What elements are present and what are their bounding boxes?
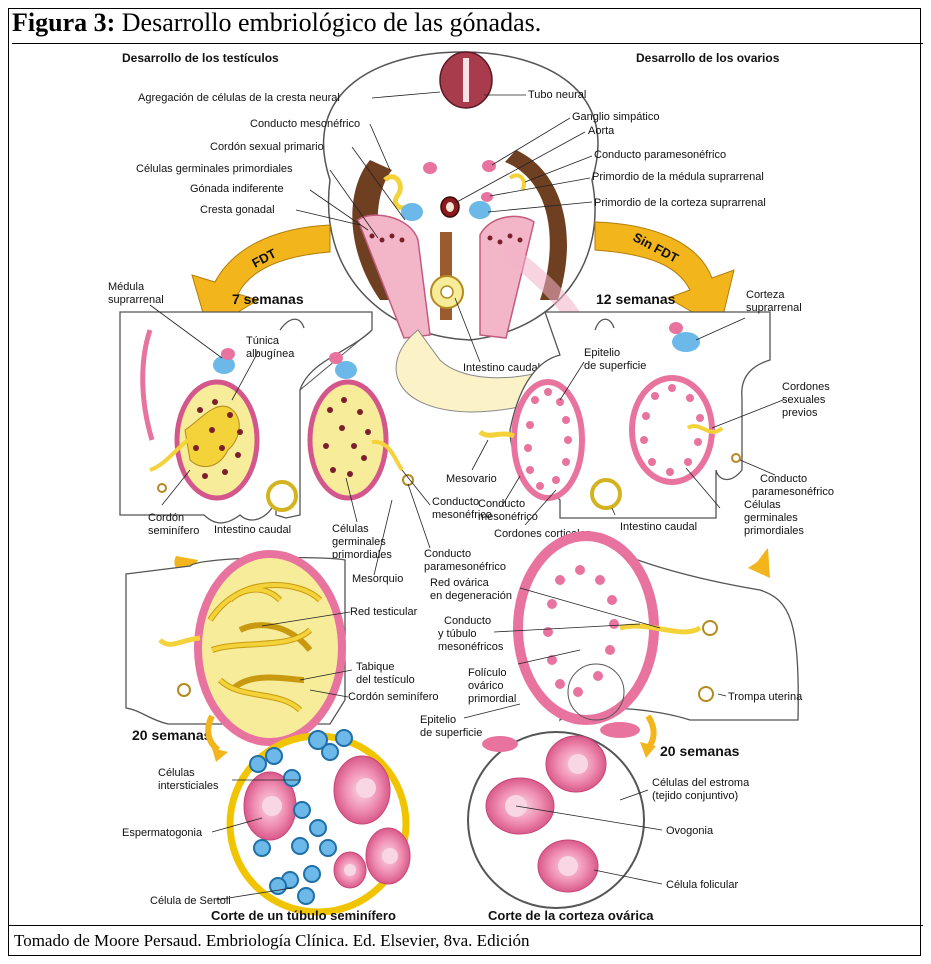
down-arrow-right [748,548,770,578]
label-surface-epithelium-b-1: Epitelio [420,714,456,726]
label-20-weeks-right: 20 semanas [660,743,740,759]
adrenal-cortex-primordium-left [401,203,423,221]
label-ovarian-rete-2: en degeneración [430,590,512,602]
label-neural-crest: Agregación de células de la cresta neura… [138,92,340,104]
label-seminiferous-cord: Cordón seminífero [348,691,439,703]
label-paramesonephric-left-1: Conducto [424,548,471,560]
label-surface-epithelium-b-2: de superficie [420,727,482,739]
label-7-weeks: 7 semanas [232,291,304,307]
caption-divider [8,925,923,926]
label-rete-testis: Red testicular [350,606,418,618]
label-germ-cells-left-1: Células [332,523,369,535]
label-sex-cords-1: Cordones [782,381,830,393]
label-septum-2: del testículo [356,674,415,686]
label-neural-tube: Tubo neural [528,89,586,101]
label-adrenal-cortex-2: suprarrenal [746,302,802,314]
label-seminiferous-cord-1: Cordón [148,512,184,524]
label-primordial-germ-cells: Células germinales primordiales [136,163,293,175]
label-adrenal-medulla-2: suprarrenal [108,294,164,306]
label-gonadal-ridge: Cresta gonadal [200,204,275,216]
label-adrenal-cortex-1: Corteza [746,289,785,301]
label-indifferent-gonad: Gónada indiferente [190,183,284,195]
label-mesovarium: Mesovario [446,473,497,485]
label-oogonium: Ovogonia [666,825,714,837]
label-germ-cells-left-2: germinales [332,536,386,548]
ovarian-cortex-section [468,722,644,908]
sympathetic-ganglion-right [482,160,496,172]
label-ovarian-rete-1: Red ovárica [430,577,490,589]
label-germ-cells-right-1: Células [744,499,781,511]
label-spermatogonium: Espermatogonia [122,827,203,839]
label-adrenal-medulla-1: Médula [108,281,145,293]
label-stromal-cells-1: Células del estroma [652,777,750,789]
label-uterine-tube: Trompa uterina [728,691,803,703]
label-interstitial-cells-2: intersticiales [158,780,219,792]
label-sex-cords-2: sexuales [782,394,826,406]
label-cortex-section: Corte de la corteza ovárica [488,908,654,923]
label-septum-1: Tabique [356,661,395,673]
label-germ-cells-right-2: germinales [744,512,798,524]
label-aorta: Aorta [588,125,615,137]
label-sertoli-cell: Célula de Sertoli [150,895,231,907]
label-mesorchium: Mesorquio [352,573,403,585]
label-hindgut-right: Intestino caudal [620,521,697,533]
curve-arrow-right [648,716,654,748]
label-duct-tubule-2: y túbulo [438,628,477,640]
label-follicle-2: ovárico [468,680,503,692]
label-stromal-cells-2: (tejido conjuntivo) [652,790,738,802]
label-tubule-section: Corte de un túbulo seminífero [211,908,396,923]
label-mesonephric-right-1: Conducto [478,498,525,510]
label-hindgut-left: Intestino caudal [214,524,291,536]
adrenal-cortex-primordium-right [469,201,491,219]
label-duct-tubule-3: mesonéfricos [438,641,504,653]
label-paramesonephric-right-2: paramesonéfrico [752,486,834,498]
label-adrenal-cortex-primordium: Primordio de la corteza suprarrenal [594,197,766,209]
label-surface-epithelium-2: de superficie [584,360,646,372]
label-follicle-1: Folículo [468,667,507,679]
label-mesonephric-right-2: mesonéfrico [478,511,538,523]
seminiferous-tubule-section [230,730,410,912]
label-tunica-1: Túnica [246,335,280,347]
header-ovaries: Desarrollo de los ovarios [636,51,780,65]
label-paramesonephric-right-1: Conducto [760,473,807,485]
label-paramesonephric-duct: Conducto paramesonéfrico [594,149,726,161]
label-paramesonephric-left-2: paramesonéfrico [424,561,506,573]
label-mesonephric-duct-left-1: Conducto [432,496,479,508]
label-tunica-2: albugínea [246,348,295,360]
testis-20-weeks [126,554,345,742]
label-follicle-3: primordial [468,693,516,705]
label-12-weeks: 12 semanas [596,291,676,307]
label-hindgut: Intestino caudal [463,362,540,374]
label-surface-epithelium-1: Epitelio [584,347,620,359]
label-mesonephric-duct: Conducto mesonéfrico [250,118,360,130]
label-interstitial-cells-1: Células [158,767,195,779]
label-primary-sex-cord: Cordón sexual primario [210,141,324,153]
label-duct-tubule-1: Conducto [444,615,491,627]
label-20-weeks-left: 20 semanas [132,727,212,743]
label-seminiferous-cord-2: seminífero [148,525,199,537]
figure-caption: Tomado de Moore Persaud. Embriología Clí… [14,931,530,951]
sympathetic-ganglion-left [423,162,437,174]
label-sex-cords-3: previos [782,407,818,419]
label-germ-cells-right-3: primordiales [744,525,804,537]
ovary-12-weeks [480,312,770,518]
label-adrenal-medulla-primordium: Primordio de la médula suprarrenal [592,171,764,183]
label-sympathetic-ganglion: Ganglio simpático [572,111,659,123]
label-follicular-cell: Célula folicular [666,879,738,891]
header-testes: Desarrollo de los testículos [122,51,279,65]
